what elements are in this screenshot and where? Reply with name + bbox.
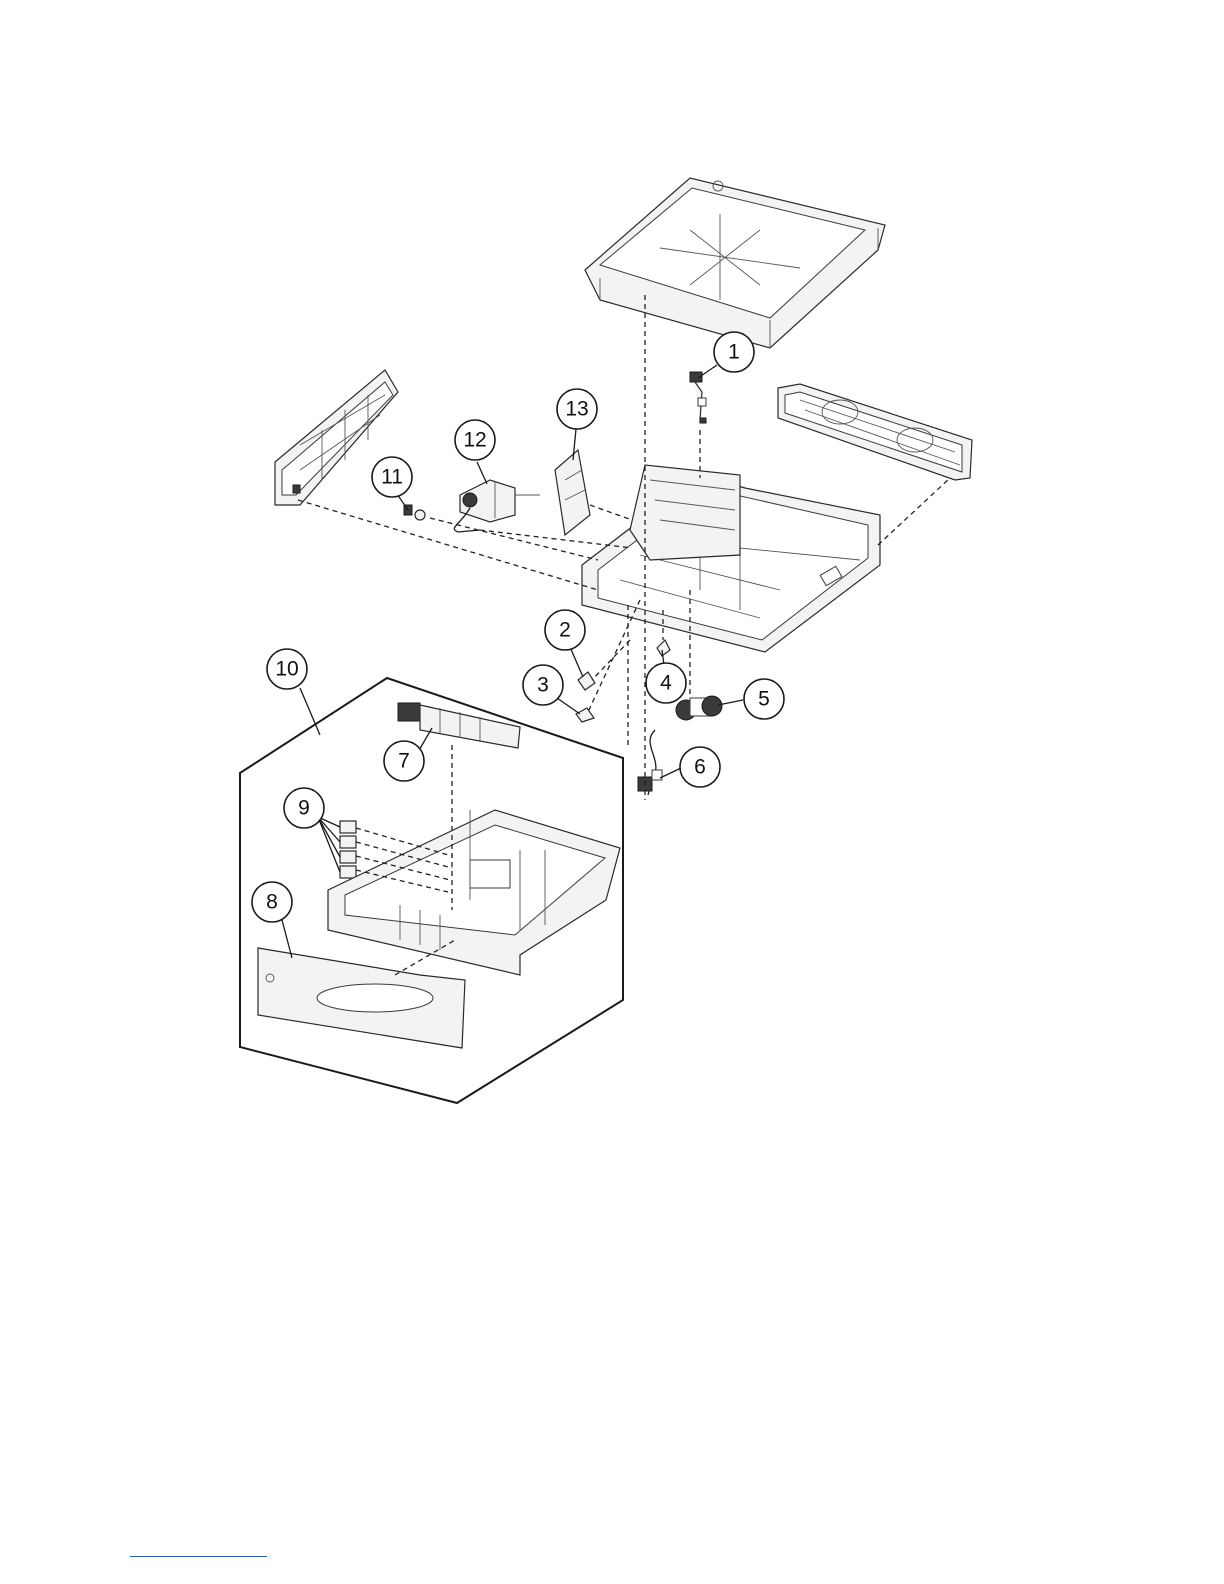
- part-11-gear: [404, 505, 425, 520]
- part-2-clip: [578, 672, 595, 690]
- right-side-rail: [778, 384, 972, 480]
- callout-7: 7: [384, 741, 424, 781]
- svg-text:6: 6: [694, 756, 706, 779]
- svg-text:1: 1: [728, 341, 740, 364]
- svg-text:12: 12: [463, 429, 486, 452]
- part-13-board: [555, 450, 590, 535]
- part-8-front-cover: [258, 948, 465, 1048]
- svg-text:10: 10: [275, 658, 298, 681]
- callout-13: 13: [557, 389, 597, 429]
- callout-8: 8: [252, 882, 292, 922]
- part-6-cable: [638, 730, 662, 795]
- base-tray-frame: [582, 465, 880, 652]
- part-9-guides: [340, 821, 356, 878]
- svg-text:13: 13: [565, 398, 588, 421]
- footer-link-underline: [130, 1556, 267, 1557]
- svg-text:4: 4: [660, 672, 672, 695]
- part-1-sensor: [690, 372, 706, 423]
- callout-10: 10: [267, 649, 307, 689]
- callout-3: 3: [523, 665, 563, 705]
- part-3-clip: [576, 708, 594, 722]
- callout-4: 4: [646, 663, 686, 703]
- svg-text:11: 11: [381, 466, 403, 489]
- svg-text:5: 5: [758, 688, 770, 711]
- callout-1: 1: [714, 332, 754, 372]
- top-cover-plate: [585, 178, 885, 348]
- callout-9: 9: [284, 788, 324, 828]
- part-12-motor-assembly: [454, 480, 540, 532]
- callout-5: 5: [744, 679, 784, 719]
- svg-text:8: 8: [266, 891, 278, 914]
- part-7-roller-unit: [398, 703, 520, 748]
- svg-text:7: 7: [398, 750, 410, 773]
- callout-12: 12: [455, 420, 495, 460]
- callout-11: 11: [372, 457, 412, 497]
- svg-text:2: 2: [559, 619, 571, 642]
- callout-2: 2: [545, 610, 585, 650]
- callout-6: 6: [680, 747, 720, 787]
- svg-text:9: 9: [298, 797, 310, 820]
- part-5-roller: [676, 696, 722, 720]
- svg-text:3: 3: [537, 674, 549, 697]
- paper-tray: [328, 810, 620, 975]
- part-4-clip: [657, 640, 670, 656]
